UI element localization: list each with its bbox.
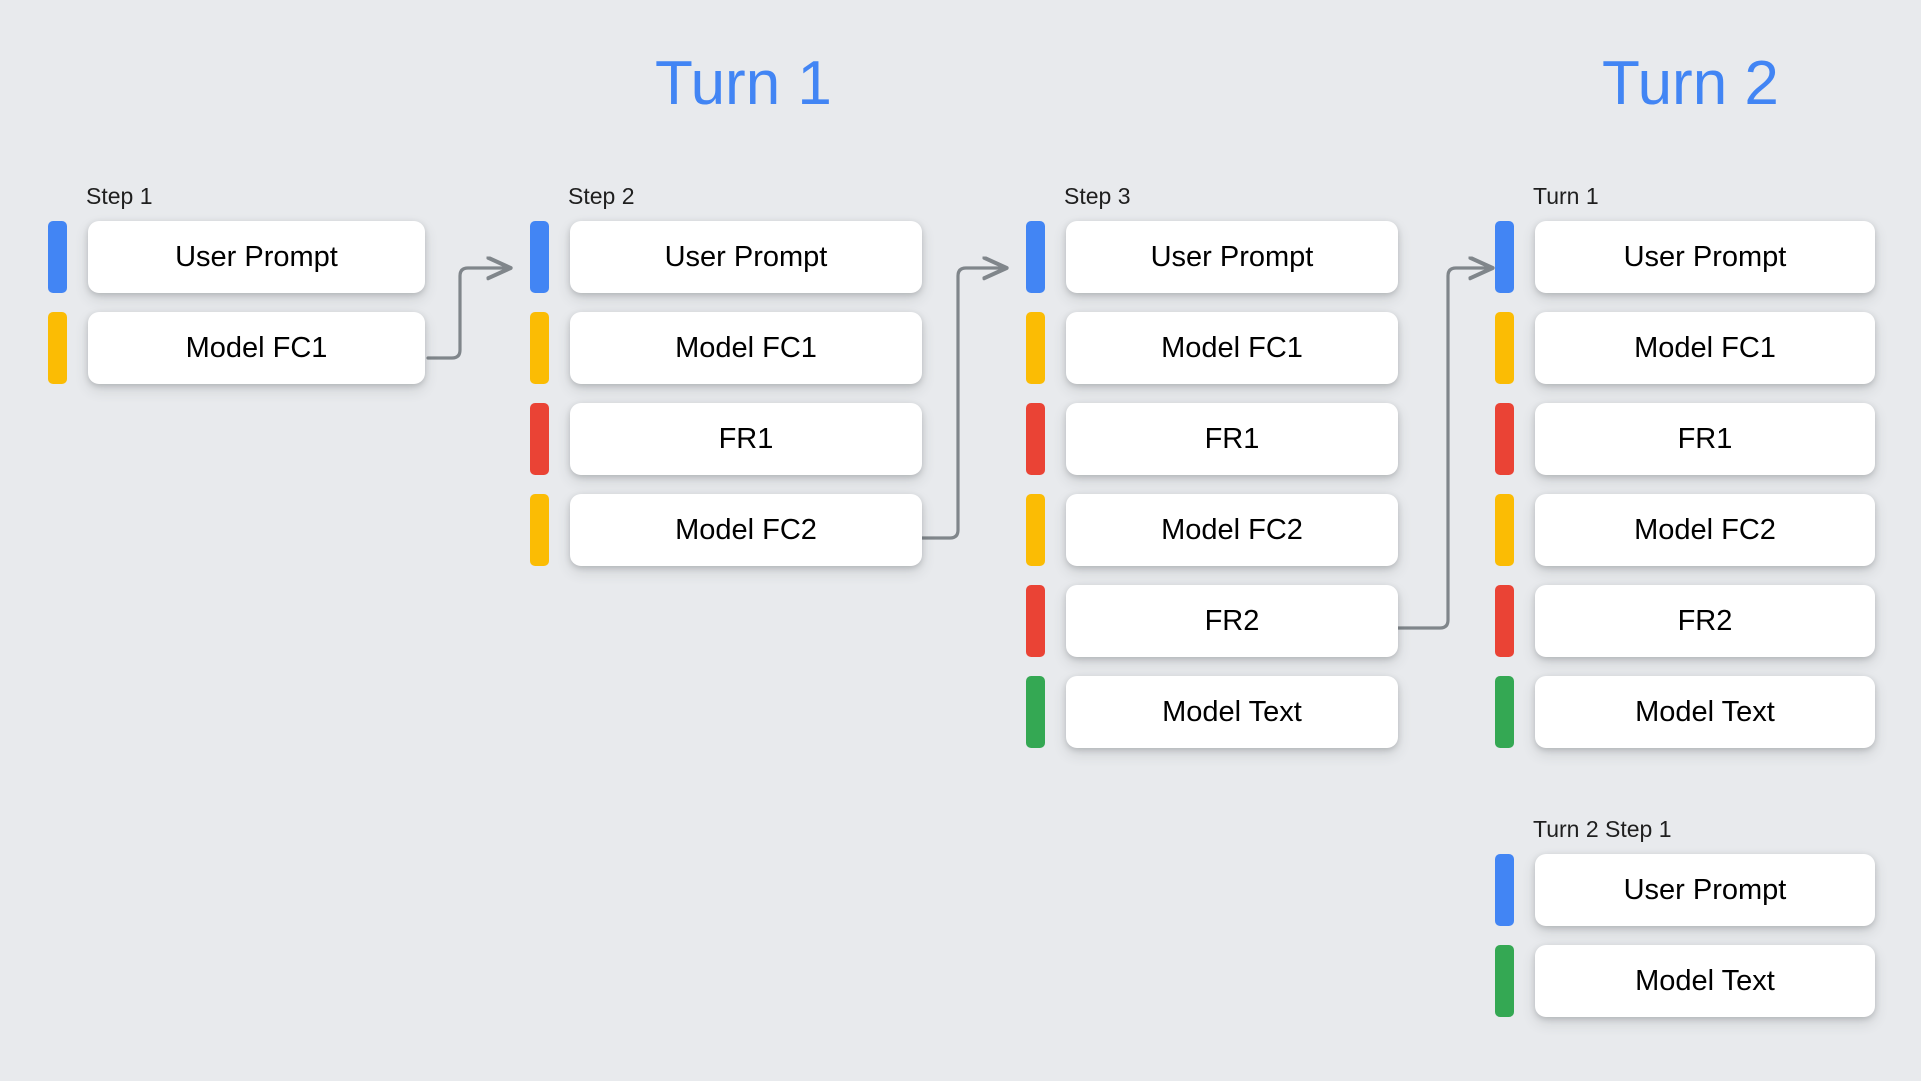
role-bar-yellow-model-fc (530, 312, 549, 384)
role-bar-blue-user-prompt (530, 221, 549, 293)
card-label: User Prompt (664, 240, 828, 273)
card-label: User Prompt (175, 240, 338, 273)
turn-2-banner-title: Turn 2 (1602, 49, 1779, 118)
role-bar-yellow-model-fc (48, 312, 67, 384)
row-model-fc1[interactable]: Model FC1 (530, 312, 922, 384)
column-step-2: Step 2 User Prompt Model FC1 FR1 Model F… (530, 185, 922, 566)
column-turn2-turn1: Turn 1 User Prompt Model FC1 FR1 Model F… (1495, 185, 1875, 748)
role-bar-green-model-text (1026, 676, 1045, 748)
card-label: Model FC1 (1161, 331, 1303, 364)
role-bar-yellow-model-fc (1026, 494, 1045, 566)
role-bar-yellow-model-fc (1495, 494, 1514, 566)
arrow-step2-to-step3 (920, 268, 1006, 540)
column-label-step-3: Step 3 (1064, 183, 1131, 209)
card-label: Model FC2 (1161, 513, 1303, 546)
row-fr1[interactable]: FR1 (1495, 403, 1875, 475)
card-user-prompt[interactable]: User Prompt (1535, 221, 1875, 293)
card-label: FR1 (1677, 422, 1733, 455)
row-model-text[interactable]: Model Text (1495, 676, 1875, 748)
role-bar-blue-user-prompt (1026, 221, 1045, 293)
role-bar-blue-user-prompt (1495, 221, 1514, 293)
card-label: Model Text (1635, 695, 1775, 728)
row-model-fc2[interactable]: Model FC2 (1495, 494, 1875, 566)
card-fr1[interactable]: FR1 (1535, 403, 1875, 475)
card-label: FR2 (1677, 604, 1733, 637)
row-fr2[interactable]: FR2 (1026, 585, 1398, 657)
role-bar-green-model-text (1495, 945, 1514, 1017)
card-fr1[interactable]: FR1 (570, 403, 922, 475)
card-model-fc1[interactable]: Model FC1 (88, 312, 425, 384)
role-bar-red-function-response (1026, 585, 1045, 657)
card-label: User Prompt (1623, 240, 1787, 273)
card-label: FR1 (1204, 422, 1260, 455)
card-model-text[interactable]: Model Text (1535, 676, 1875, 748)
card-label: User Prompt (1623, 873, 1787, 906)
card-label: Model FC1 (185, 331, 328, 364)
card-user-prompt[interactable]: User Prompt (88, 221, 425, 293)
card-label: User Prompt (1150, 240, 1314, 273)
role-bar-red-function-response (1495, 403, 1514, 475)
card-model-text[interactable]: Model Text (1066, 676, 1398, 748)
card-user-prompt[interactable]: User Prompt (1535, 854, 1875, 926)
card-model-text[interactable]: Model Text (1535, 945, 1875, 1017)
card-model-fc2[interactable]: Model FC2 (570, 494, 922, 566)
role-bar-blue-user-prompt (48, 221, 67, 293)
row-model-fc2[interactable]: Model FC2 (1026, 494, 1398, 566)
column-label-step-1: Step 1 (86, 183, 153, 209)
card-label: Model FC2 (675, 513, 817, 546)
card-label: FR2 (1204, 604, 1260, 637)
card-fr1[interactable]: FR1 (1066, 403, 1398, 475)
card-model-fc2[interactable]: Model FC2 (1066, 494, 1398, 566)
row-model-fc1[interactable]: Model FC1 (1495, 312, 1875, 384)
row-fr1[interactable]: FR1 (1026, 403, 1398, 475)
card-label: Model FC1 (1634, 331, 1776, 364)
role-bar-yellow-model-fc (1026, 312, 1045, 384)
card-label: Model FC2 (1634, 513, 1776, 546)
card-model-fc2[interactable]: Model FC2 (1535, 494, 1875, 566)
row-fr2[interactable]: FR2 (1495, 585, 1875, 657)
row-model-fc2[interactable]: Model FC2 (530, 494, 922, 566)
card-label: Model Text (1162, 695, 1302, 728)
row-model-text[interactable]: Model Text (1026, 676, 1398, 748)
row-user-prompt[interactable]: User Prompt (1026, 221, 1398, 293)
card-model-fc1[interactable]: Model FC1 (1535, 312, 1875, 384)
column-label-step-2: Step 2 (568, 183, 635, 209)
card-fr2[interactable]: FR2 (1066, 585, 1398, 657)
card-user-prompt[interactable]: User Prompt (1066, 221, 1398, 293)
card-user-prompt[interactable]: User Prompt (570, 221, 922, 293)
column-step-3: Step 3 User Prompt Model FC1 FR1 Model F… (1026, 185, 1398, 748)
card-label: Model FC1 (675, 331, 817, 364)
row-user-prompt[interactable]: User Prompt (1495, 854, 1875, 926)
row-user-prompt[interactable]: User Prompt (48, 221, 425, 293)
card-label: FR1 (718, 422, 774, 455)
card-fr2[interactable]: FR2 (1535, 585, 1875, 657)
row-model-fc1[interactable]: Model FC1 (1026, 312, 1398, 384)
role-bar-red-function-response (1026, 403, 1045, 475)
row-fr1[interactable]: FR1 (530, 403, 922, 475)
column-step-1: Step 1 User Prompt Model FC1 (48, 185, 425, 384)
row-model-text[interactable]: Model Text (1495, 945, 1875, 1017)
column-label-turn2-step1: Turn 2 Step 1 (1533, 816, 1672, 842)
card-model-fc1[interactable]: Model FC1 (1066, 312, 1398, 384)
arrow-step3-to-turn2 (1396, 268, 1492, 630)
row-user-prompt[interactable]: User Prompt (530, 221, 922, 293)
role-bar-yellow-model-fc (530, 494, 549, 566)
row-model-fc1[interactable]: Model FC1 (48, 312, 425, 384)
column-label-turn2-turn1: Turn 1 (1533, 183, 1599, 209)
card-label: Model Text (1635, 964, 1775, 997)
card-model-fc1[interactable]: Model FC1 (570, 312, 922, 384)
role-bar-red-function-response (530, 403, 549, 475)
role-bar-yellow-model-fc (1495, 312, 1514, 384)
role-bar-blue-user-prompt (1495, 854, 1514, 926)
turn-1-banner-title: Turn 1 (655, 49, 832, 118)
row-user-prompt[interactable]: User Prompt (1495, 221, 1875, 293)
arrow-step1-to-step2 (426, 268, 510, 360)
role-bar-red-function-response (1495, 585, 1514, 657)
column-turn2-step1: Turn 2 Step 1 User Prompt Model Text (1495, 818, 1875, 1017)
role-bar-green-model-text (1495, 676, 1514, 748)
